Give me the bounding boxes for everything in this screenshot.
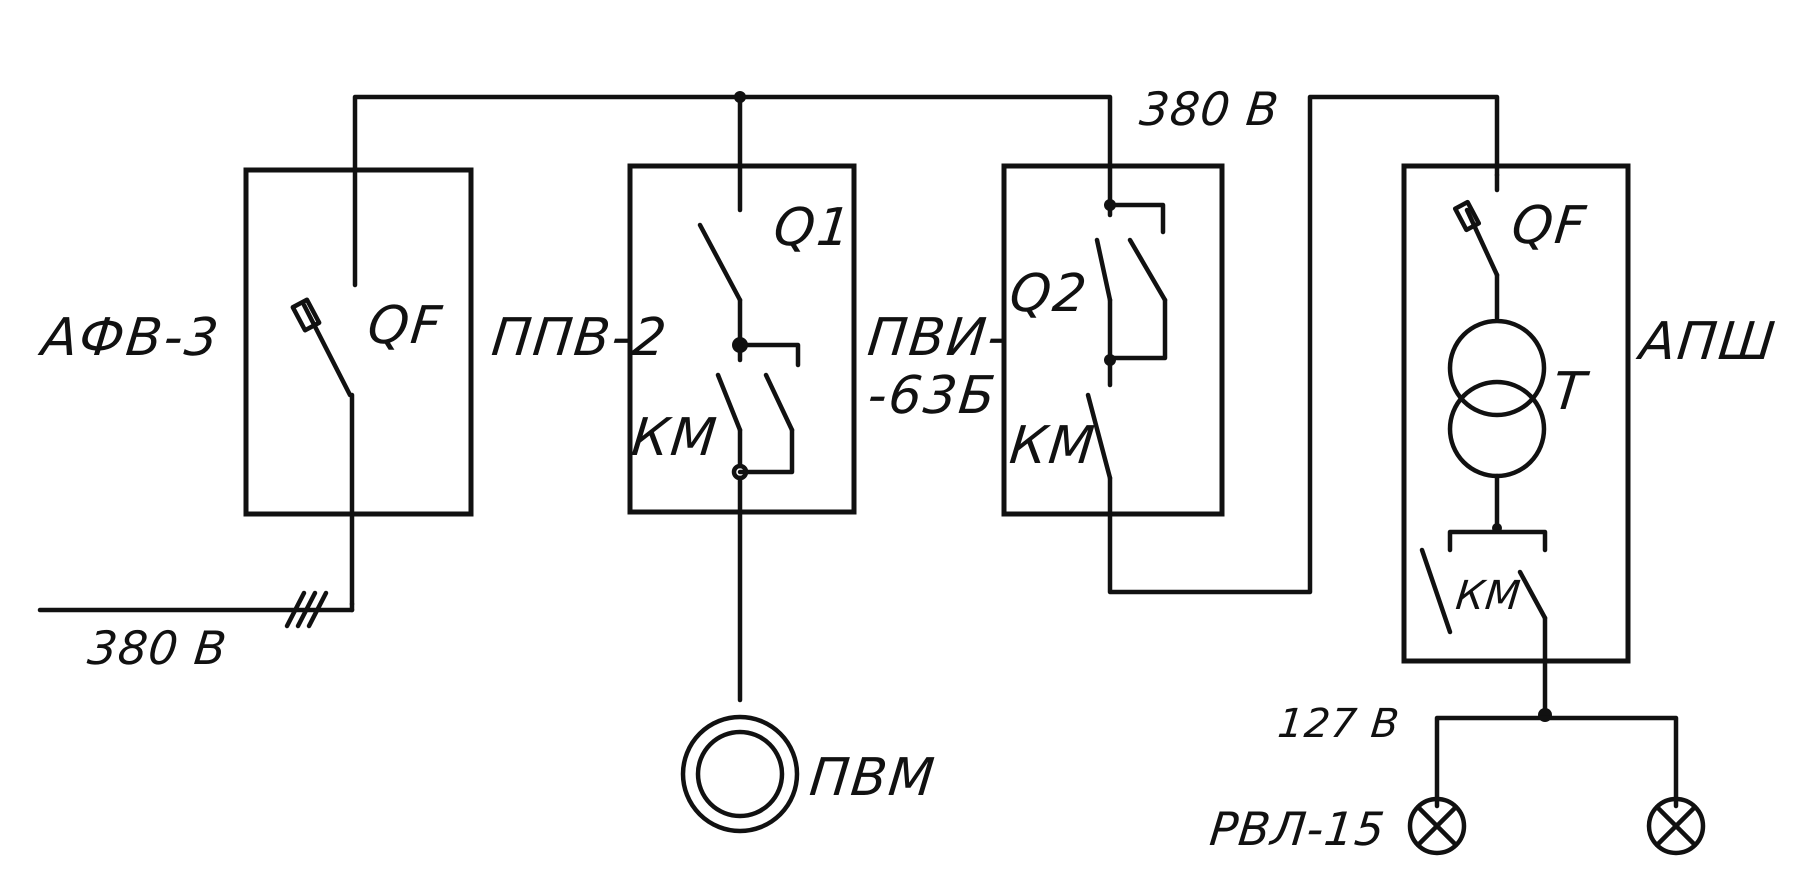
afv-unit-label: АФВ-3 <box>38 308 224 368</box>
motor-label: ПВМ <box>806 748 939 808</box>
pvi-unit-box <box>1001 163 1225 517</box>
feed-voltage-label: 380 В <box>85 621 230 675</box>
lamp-2 <box>1646 796 1706 856</box>
ppv-contactor-label: КМ <box>628 408 721 468</box>
apsh-contactor-label: КМ <box>1453 573 1524 619</box>
apsh-breaker-label: QF <box>1508 196 1590 256</box>
pvi-contactor-label: КМ <box>1006 416 1099 476</box>
apsh-contactor-km <box>1419 529 1548 718</box>
apsh-unit-label: АПШ <box>1636 312 1780 372</box>
lighting-line-127v <box>1434 708 1679 809</box>
afv-unit-box <box>243 167 474 517</box>
pvi-switch-label: Q2 <box>1006 264 1092 324</box>
pvi-unit-label-line1: ПВИ- <box>864 308 1012 368</box>
bus-voltage-label: 380 В <box>1137 82 1282 136</box>
pvi-unit-label-line2: -63Б <box>864 366 1000 426</box>
pvi-contactor-km <box>1085 94 1500 595</box>
top-bus-line <box>352 94 1113 288</box>
lighting-voltage-label: 127 В <box>1275 701 1402 747</box>
ppv-contactor-km <box>715 342 795 481</box>
apsh-breaker-qf <box>1452 172 1500 321</box>
ppv-unit-label: ППВ-2 <box>488 308 671 368</box>
afv-breaker-label: QF <box>364 296 446 356</box>
pvi-switch-q2 <box>1094 197 1168 366</box>
lamp-1 <box>1407 796 1467 856</box>
ppv-switch-q1 <box>697 94 801 368</box>
apsh-unit-box <box>1401 163 1631 664</box>
afv-breaker-qf <box>290 297 355 607</box>
ppv-switch-label: Q1 <box>770 198 856 258</box>
apsh-transformer-label: T <box>1549 362 1590 422</box>
feed-line-380v <box>37 590 355 629</box>
lamp-label: РВЛ-15 <box>1207 802 1388 856</box>
motor-pvm <box>680 714 800 834</box>
apsh-transformer-t <box>1447 318 1547 533</box>
